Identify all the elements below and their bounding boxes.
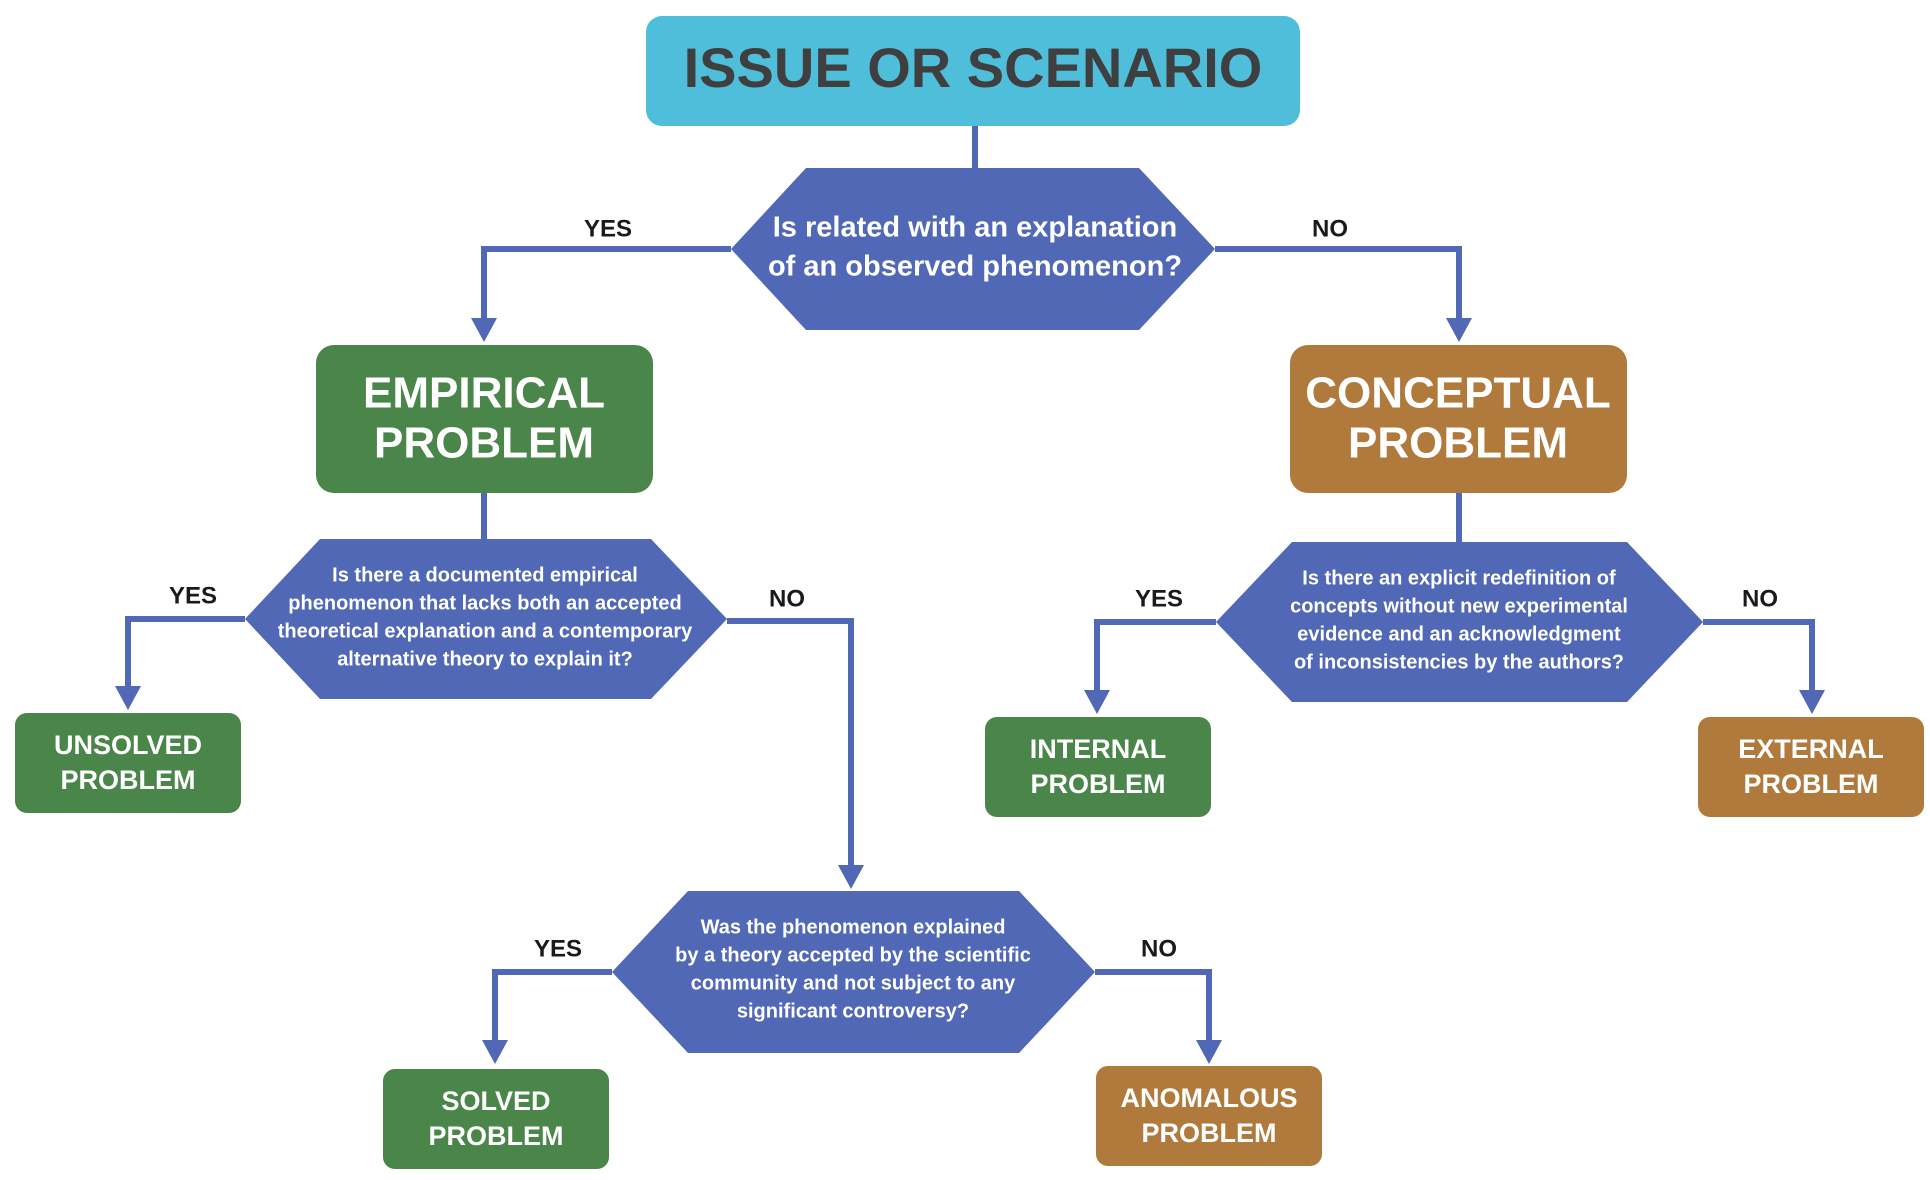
empirical-problem-node: EMPIRICAL PROBLEM (316, 345, 653, 493)
node-label: PROBLEM (374, 419, 594, 468)
node-label: PROBLEM (1142, 1118, 1277, 1148)
solved-problem-node: SOLVED PROBLEM (383, 1069, 609, 1169)
question-line: of inconsistencies by the authors? (1294, 651, 1624, 673)
node-label: PROBLEM (61, 765, 196, 795)
edge-label-no: NO (1312, 215, 1348, 242)
arrow-head (482, 1040, 508, 1064)
node-label: PROBLEM (1744, 769, 1879, 799)
question-q3: Is there an explicit redefinition of con… (1216, 542, 1703, 702)
question-q1: Is related with an explanation of an obs… (731, 168, 1215, 330)
question-line: of an observed phenomenon? (768, 251, 1182, 283)
node-label: EXTERNAL (1738, 734, 1884, 764)
unsolved-problem-node: UNSOLVED PROBLEM (15, 713, 241, 813)
arrow-head (838, 865, 864, 889)
node-label: PROBLEM (1348, 419, 1568, 468)
anomalous-problem-node: ANOMALOUS PROBLEM (1096, 1066, 1322, 1166)
question-line: Is there an explicit redefinition of (1302, 567, 1616, 589)
edge-q1-no (1215, 246, 1462, 320)
edge-label-no: NO (1141, 935, 1177, 962)
edge-q4-yes (492, 969, 612, 1042)
edge-q2-yes (125, 616, 245, 688)
edge-labels: YES NO YES NO YES NO YES NO (169, 215, 1778, 962)
edge-q2-no (727, 618, 854, 867)
edge-label-no: NO (769, 585, 805, 612)
question-line: concepts without new experimental (1290, 595, 1628, 617)
internal-problem-node: INTERNAL PROBLEM (985, 717, 1211, 817)
question-line: alternative theory to explain it? (337, 648, 633, 670)
question-line: evidence and an acknowledgment (1297, 623, 1621, 645)
arrow-head (1799, 690, 1825, 714)
edge-label-yes: YES (169, 582, 217, 609)
question-line: significant controversy? (737, 1000, 969, 1022)
connectors (115, 126, 1825, 1064)
arrow-head (1446, 318, 1472, 342)
node-label: EMPIRICAL (363, 369, 605, 418)
edge-label-yes: YES (584, 215, 632, 242)
question-line: phenomenon that lacks both an accepted (288, 592, 681, 614)
edge-q3-no (1703, 619, 1815, 692)
question-line: by a theory accepted by the scientific (675, 944, 1031, 966)
arrow-head (1196, 1040, 1222, 1064)
question-line: Was the phenomenon explained (701, 916, 1006, 938)
arrow-head (115, 686, 141, 710)
node-label: PROBLEM (1031, 769, 1166, 799)
edge-label-no: NO (1742, 585, 1778, 612)
node-label: UNSOLVED (54, 730, 202, 760)
node-label: PROBLEM (429, 1121, 564, 1151)
node-label: INTERNAL (1030, 734, 1167, 764)
node-label: CONCEPTUAL (1305, 369, 1611, 418)
question-q2: Is there a documented empirical phenomen… (245, 539, 727, 699)
question-line: community and not subject to any (691, 972, 1016, 994)
node-label: SOLVED (441, 1086, 550, 1116)
root-node: ISSUE OR SCENARIO (646, 16, 1300, 126)
question-line: Is related with an explanation (773, 212, 1178, 244)
conceptual-problem-node: CONCEPTUAL PROBLEM (1290, 345, 1627, 493)
edge-q1-yes (481, 246, 731, 320)
edge-q4-no (1095, 969, 1212, 1042)
edge-label-yes: YES (534, 935, 582, 962)
question-line: Is there a documented empirical (332, 564, 638, 586)
external-problem-node: EXTERNAL PROBLEM (1698, 717, 1924, 817)
question-q4: Was the phenomenon explained by a theory… (612, 891, 1095, 1053)
edge-q3-yes (1094, 619, 1216, 692)
arrow-head (471, 318, 497, 342)
edge-label-yes: YES (1135, 585, 1183, 612)
arrow-head (1084, 690, 1110, 714)
node-label: ANOMALOUS (1121, 1083, 1298, 1113)
root-label: ISSUE OR SCENARIO (684, 36, 1263, 99)
question-line: theoretical explanation and a contempora… (278, 620, 693, 642)
